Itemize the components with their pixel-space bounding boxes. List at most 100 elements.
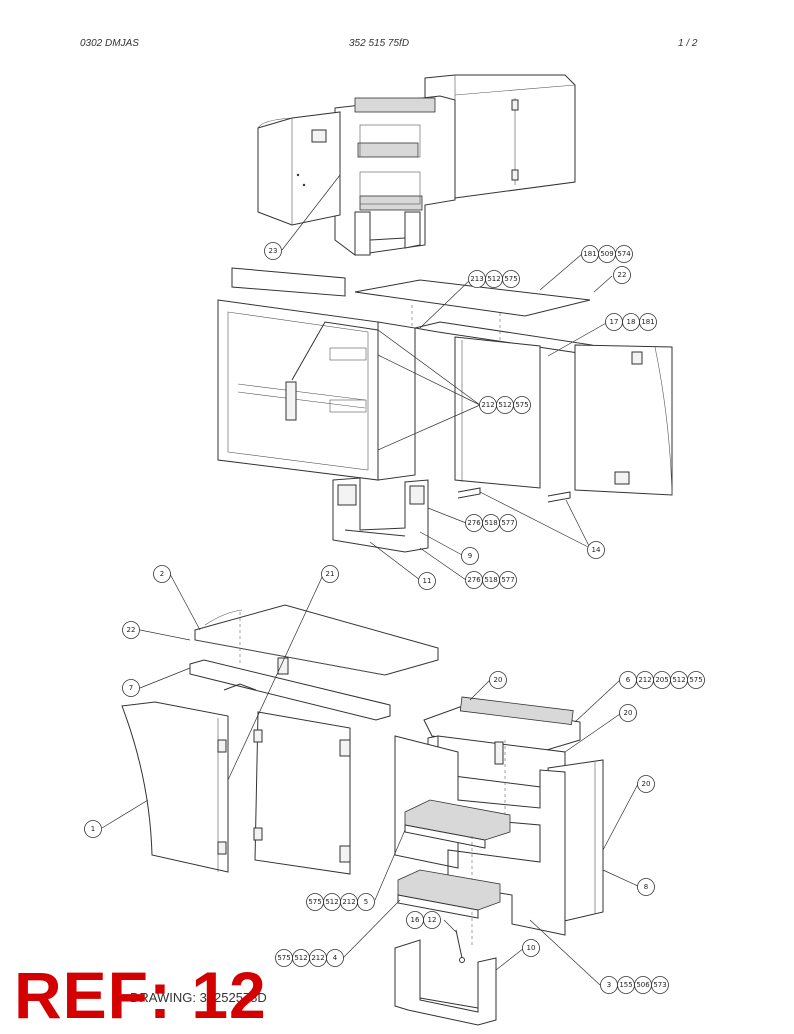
- balloon-label: 10: [527, 944, 536, 952]
- callout-balloon: 23: [264, 242, 282, 260]
- balloon-label: 16: [411, 916, 420, 924]
- balloon-circle: [639, 313, 657, 331]
- balloon-label: 14: [592, 546, 601, 554]
- balloon-label: 512: [672, 676, 685, 684]
- header-doc-code: 0302 DMJAS: [80, 38, 139, 49]
- balloon-label: 575: [277, 954, 290, 962]
- callout-balloon: 276: [465, 514, 483, 532]
- callout-balloon: 181: [581, 245, 599, 263]
- assembled-step-unit-view: [257, 74, 576, 256]
- callout-balloon: 20: [489, 671, 507, 689]
- balloon-circle: [264, 242, 282, 260]
- callout-balloon: 6: [619, 671, 637, 689]
- balloon-label: 577: [501, 576, 514, 584]
- balloon-label: 212: [342, 898, 355, 906]
- balloon-label: 9: [468, 552, 472, 560]
- callout-balloon: 512: [485, 270, 503, 288]
- balloon-label: 20: [624, 709, 633, 717]
- callout-balloon: 11: [418, 572, 436, 590]
- callout-balloon: 17: [605, 313, 623, 331]
- balloon-circle: [637, 878, 655, 896]
- balloon-label: 512: [325, 898, 338, 906]
- balloon-label: 22: [127, 626, 136, 634]
- balloon-label: 205: [655, 676, 668, 684]
- lower-lid-assembly: [189, 604, 439, 721]
- balloon-circle: [423, 911, 441, 929]
- balloon-label: 212: [481, 401, 494, 409]
- callout-balloon: 12: [423, 911, 441, 929]
- balloon-circle: [461, 547, 479, 565]
- balloon-circle: [418, 572, 436, 590]
- middle-frame-assembly: [217, 267, 673, 553]
- balloon-label: 573: [653, 981, 666, 989]
- balloon-label: 20: [494, 676, 503, 684]
- callout-balloon: 10: [522, 939, 540, 957]
- balloon-label: 577: [501, 519, 514, 527]
- balloon-label: 574: [617, 250, 631, 258]
- balloon-label: 181: [641, 318, 654, 326]
- balloon-circle: [153, 565, 171, 583]
- callout-balloon: 577: [499, 514, 517, 532]
- callout-balloon: 22: [613, 266, 631, 284]
- balloon-label: 575: [689, 676, 702, 684]
- header-part-number: 352 515 75fD: [349, 38, 410, 49]
- callout-balloon: 512: [323, 893, 341, 911]
- callout-balloon: 574: [615, 245, 633, 263]
- balloon-label: 181: [583, 250, 596, 258]
- balloon-circle: [84, 820, 102, 838]
- callout-balloon: 518: [482, 514, 500, 532]
- callout-balloon: 205: [653, 671, 671, 689]
- balloon-circle: [587, 541, 605, 559]
- balloon-label: 7: [129, 684, 133, 692]
- balloon-circle: [619, 704, 637, 722]
- callout-balloon: 575: [306, 893, 324, 911]
- balloon-label: 512: [294, 954, 307, 962]
- balloon-label: 575: [308, 898, 321, 906]
- balloon-label: 12: [428, 916, 437, 924]
- callout-balloon: 20: [637, 775, 655, 793]
- callout-balloon: 512: [670, 671, 688, 689]
- balloon-circle: [326, 949, 344, 967]
- callout-balloon: 181: [639, 313, 657, 331]
- balloon-label: 21: [326, 570, 335, 578]
- lower-side-panels: [121, 701, 351, 875]
- balloon-label: 5: [364, 898, 368, 906]
- assembly-centerlines: [239, 305, 506, 948]
- callout-balloon: 155: [617, 976, 635, 994]
- callout-balloon: 212: [636, 671, 654, 689]
- balloon-label: 11: [423, 577, 432, 585]
- callout-balloon: 575: [502, 270, 520, 288]
- callout-balloon: 1: [84, 820, 102, 838]
- callout-balloon: 213: [468, 270, 486, 288]
- callout-balloon: 509: [598, 245, 616, 263]
- callout-balloon: 518: [482, 571, 500, 589]
- balloon-label: 4: [333, 954, 338, 962]
- balloon-circle: [122, 679, 140, 697]
- balloon-label: 23: [269, 247, 278, 255]
- balloon-label: 8: [644, 883, 648, 891]
- balloon-circle: [687, 671, 705, 689]
- balloon-circle: [613, 266, 631, 284]
- callout-balloon: 22: [122, 621, 140, 639]
- balloon-circle: [499, 514, 517, 532]
- balloon-circle: [321, 565, 339, 583]
- balloon-circle: [489, 671, 507, 689]
- callout-balloon: 212: [479, 396, 497, 414]
- balloon-label: 213: [470, 275, 483, 283]
- balloon-circle: [513, 396, 531, 414]
- balloon-label: 506: [636, 981, 650, 989]
- callout-balloon: 575: [513, 396, 531, 414]
- balloon-label: 212: [638, 676, 651, 684]
- balloon-label: 276: [467, 519, 481, 527]
- callout-balloon: 21: [321, 565, 339, 583]
- callout-balloon: 14: [587, 541, 605, 559]
- callout-balloon: 2: [153, 565, 171, 583]
- balloon-circle: [651, 976, 669, 994]
- balloon-circle: [502, 270, 520, 288]
- callout-balloon: 20: [619, 704, 637, 722]
- callout-balloon: 18: [622, 313, 640, 331]
- balloon-label: 3: [607, 981, 611, 989]
- callout-balloon: 575: [687, 671, 705, 689]
